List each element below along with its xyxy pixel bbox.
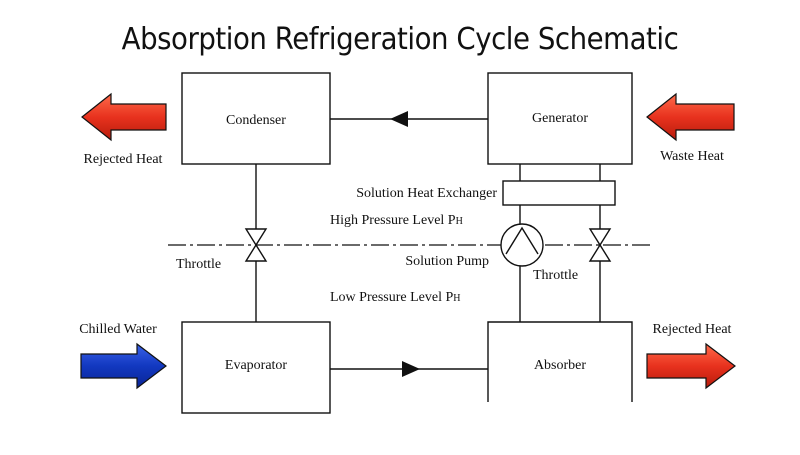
chilled-water-arrow [80, 342, 167, 390]
low-pressure-label: Low Pressure Level PH [330, 290, 461, 305]
high-pressure-label: High Pressure Level PH [330, 213, 463, 228]
throttle-left-valve [244, 228, 268, 262]
pump-label: Solution Pump [405, 254, 489, 269]
diagram-title: Absorption Refrigeration Cycle Schematic [121, 22, 679, 57]
evaporator-box [181, 321, 331, 414]
evaporator-label: Evaporator [225, 358, 288, 373]
solution-pump-symbol [500, 223, 544, 267]
generator-label: Generator [532, 111, 588, 126]
condenser-box [181, 72, 331, 165]
heat-exchanger-box [502, 180, 616, 206]
chilled-water-label: Chilled Water [79, 322, 157, 337]
throttle-right-label: Throttle [533, 268, 578, 283]
throttle-right-valve [588, 228, 612, 262]
generator-box [487, 72, 633, 165]
waste-heat-arrow [646, 92, 735, 142]
high-pressure-subscript: H [456, 216, 463, 227]
absorber-label: Absorber [534, 358, 586, 373]
rejected-heat-label-bottom: Rejected Heat [653, 322, 732, 337]
waste-heat-label: Waste Heat [660, 149, 724, 164]
condenser-label: Condenser [226, 113, 286, 128]
rejected-heat-arrow-top [81, 92, 167, 142]
throttle-left-label: Throttle [176, 257, 221, 272]
flow-arrow-right [402, 361, 420, 377]
flow-arrow-left [390, 111, 408, 127]
low-pressure-subscript: H [453, 293, 460, 304]
rejected-heat-arrow-bottom [646, 342, 736, 390]
absorber-box [487, 321, 633, 402]
rejected-heat-label-top: Rejected Heat [84, 152, 163, 167]
heat-exchanger-label: Solution Heat Exchanger [356, 186, 497, 201]
